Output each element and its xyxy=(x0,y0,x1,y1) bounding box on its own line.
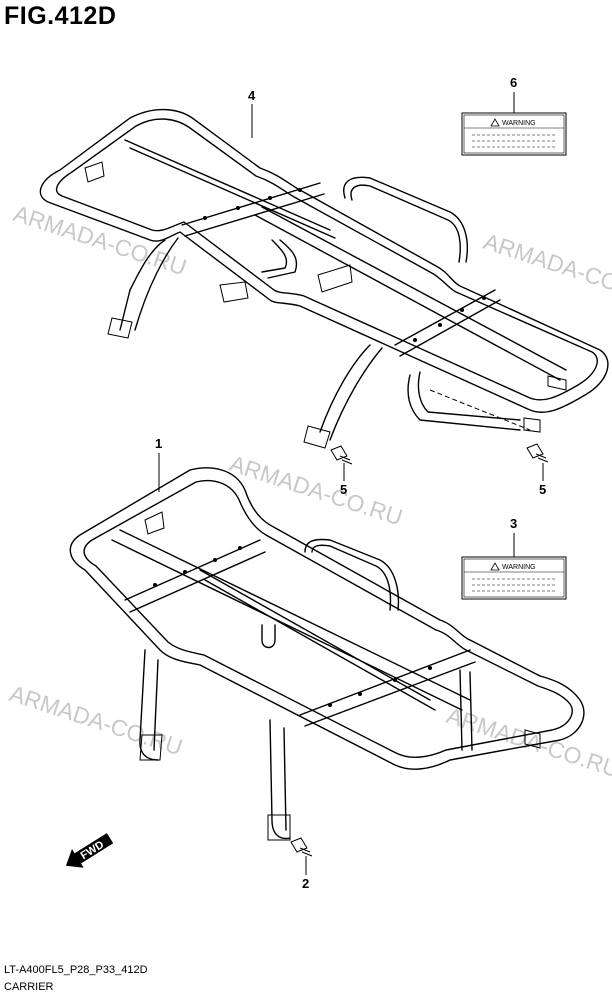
watermark-3: ARMADA-CO.RU xyxy=(226,450,405,530)
callout-number-5b: 5 xyxy=(539,482,546,497)
callout-number-5a: 5 xyxy=(340,482,347,497)
warning-text-3: WARNING xyxy=(502,564,536,571)
callout-6: 6 xyxy=(510,75,517,113)
model-code: LT-A400FL5_P28_P33_412D xyxy=(4,964,148,976)
bolt-upper-right xyxy=(526,443,549,463)
callout-2: 2 xyxy=(302,856,309,891)
fwd-arrow-icon: FWD xyxy=(65,833,114,868)
bolt-upper-left xyxy=(330,445,353,465)
bolt-lower xyxy=(290,837,313,857)
upper-carrier xyxy=(39,108,609,449)
callout-5b: 5 xyxy=(539,463,546,497)
callout-1: 1 xyxy=(155,436,162,492)
figure-title: FIG.412D xyxy=(4,2,117,30)
callout-number-3: 3 xyxy=(510,516,517,531)
callout-number-4: 4 xyxy=(248,88,256,103)
watermark-4: ARMADA-CO.RU xyxy=(6,680,185,760)
watermark-5: ARMADA-CO.RU xyxy=(443,702,612,782)
callout-5a: 5 xyxy=(340,463,347,497)
warning-label-3: WARNING xyxy=(461,556,567,600)
callout-number-6: 6 xyxy=(510,75,517,90)
watermark-group: ARMADA-CO.RU ARMADA-CO.RU ARMADA-CO.RU A… xyxy=(6,200,612,782)
callout-4: 4 xyxy=(248,88,256,138)
callout-number-1: 1 xyxy=(155,436,162,451)
section-name: CARRIER xyxy=(4,981,54,993)
callout-3: 3 xyxy=(510,516,517,557)
warning-label-6: WARNING xyxy=(461,112,567,156)
warning-text-6: WARNING xyxy=(502,120,536,127)
lower-carrier xyxy=(69,467,585,841)
watermark-2: ARMADA-CO.RU xyxy=(480,228,612,308)
callout-number-2: 2 xyxy=(302,876,309,891)
